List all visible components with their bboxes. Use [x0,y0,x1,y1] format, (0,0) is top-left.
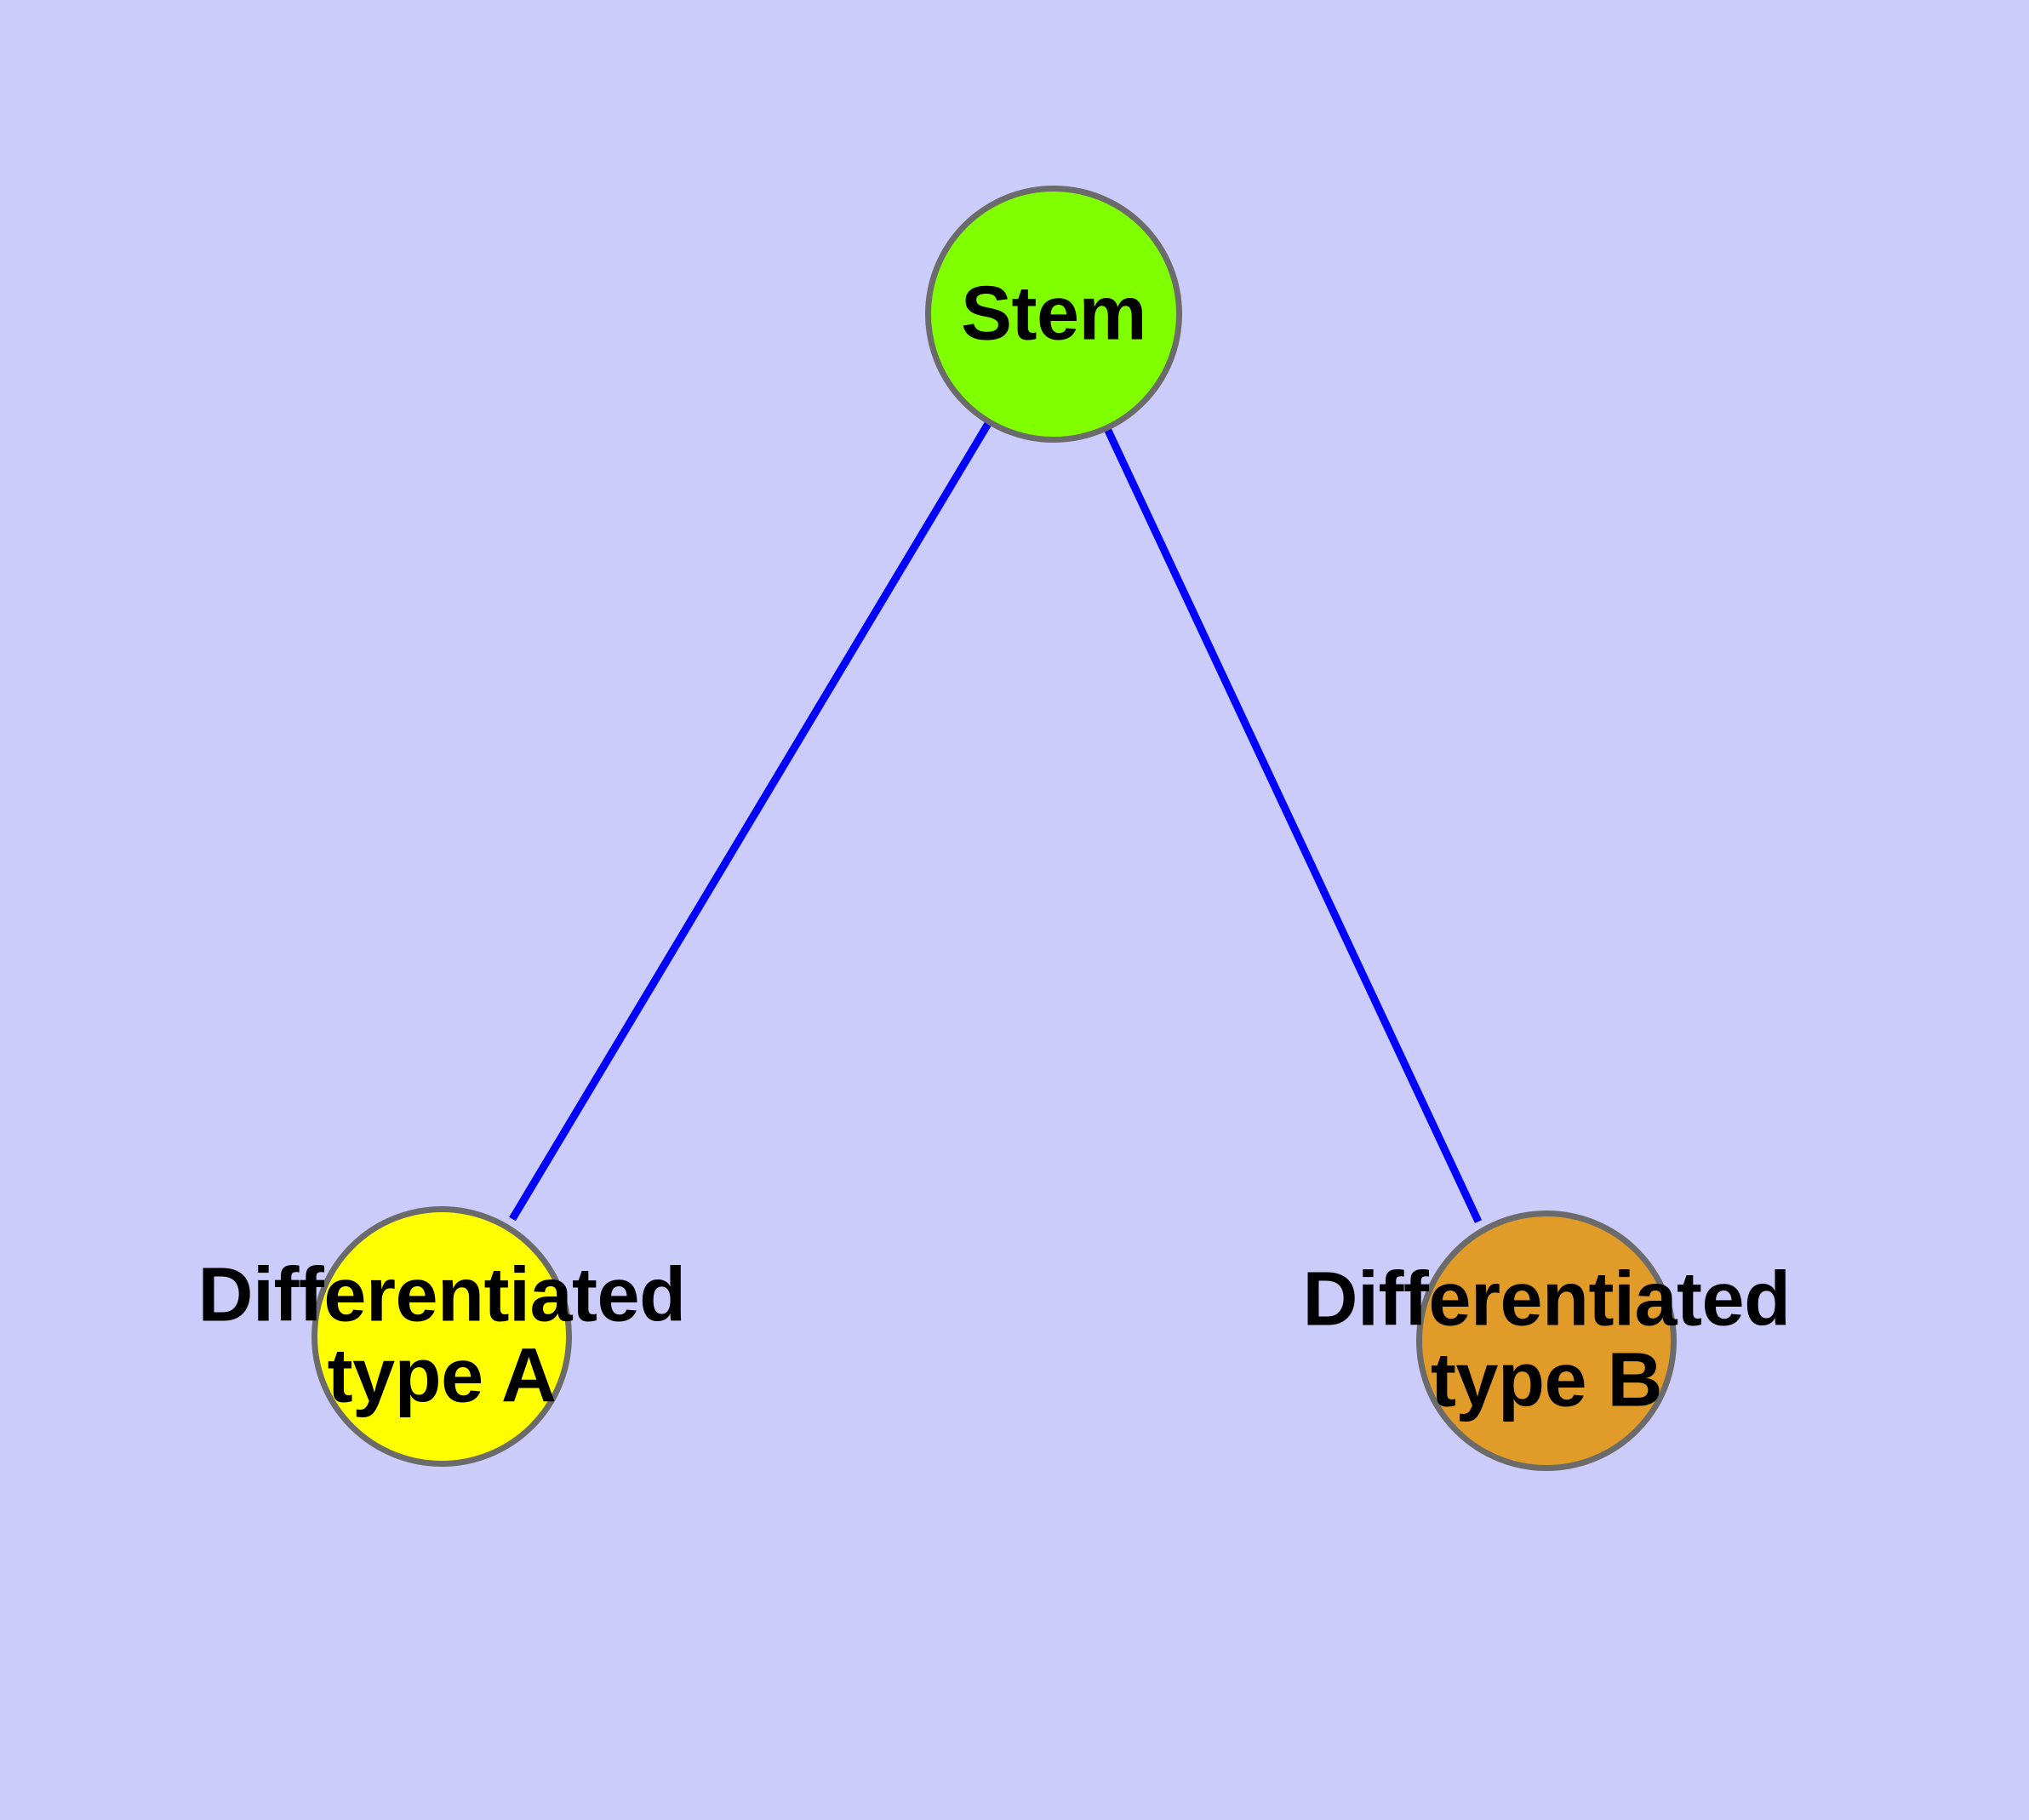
edge-stem-to-differentiated-type-a [509,312,1057,1222]
node-stem-label: Stem [960,271,1147,357]
node-stem-circle[interactable] [925,186,1182,443]
node-differentiated-type-b-label: Differentiated type B [1302,1256,1791,1423]
edge-stem-to-differentiated-type-b [1049,312,1483,1223]
node-differentiated-type-a-circle[interactable] [311,1206,572,1467]
node-differentiated-type-b-circle[interactable] [1416,1210,1677,1471]
node-differentiated-type-a-label: Differentiated type A [197,1252,686,1419]
